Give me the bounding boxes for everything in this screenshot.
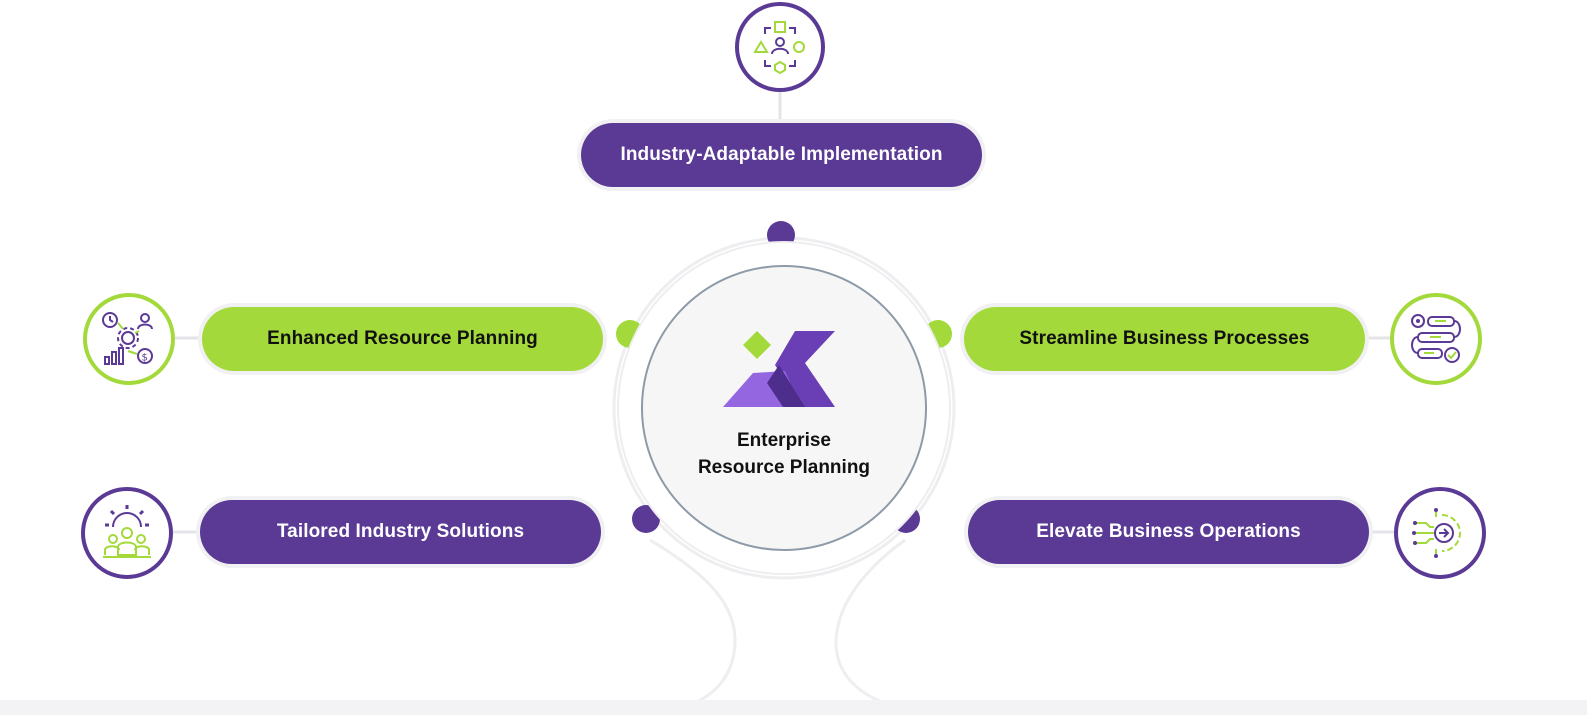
item-label: Tailored Industry Solutions <box>276 521 525 542</box>
item-tailored-industry-solutions: Tailored Industry Solutions <box>200 500 601 564</box>
item-label: Elevate Business Operations <box>1036 521 1301 542</box>
item-enhanced-resource-planning: Enhanced Resource Planning <box>202 307 603 371</box>
connector-dot-left-top <box>616 320 644 348</box>
team-gear-icon <box>81 487 173 579</box>
connector-dot-left-bottom <box>632 505 660 533</box>
resource-planning-icon: $ <box>83 293 175 385</box>
svg-text:$: $ <box>142 353 148 364</box>
item-streamline-business-processes: Streamline Business Processes <box>964 307 1365 371</box>
footer-band <box>0 700 1587 715</box>
center-hub: Enterprise Resource Planning <box>641 265 927 551</box>
item-label: Streamline Business Processes <box>1019 328 1310 349</box>
process-flow-icon <box>1390 293 1482 385</box>
connector-dot-top <box>767 221 795 249</box>
item-label: Industry-Adaptable Implementation <box>620 144 943 165</box>
item-industry-adaptable-implementation: Industry-Adaptable Implementation <box>581 123 982 187</box>
center-title: Enterprise Resource Planning <box>643 427 925 481</box>
item-elevate-business-operations: Elevate Business Operations <box>968 500 1369 564</box>
circuit-gear-icon <box>1394 487 1486 579</box>
workflow-people-icon <box>735 2 825 92</box>
connector-dot-right-bottom <box>892 505 920 533</box>
item-label: Enhanced Resource Planning <box>267 328 538 349</box>
erp-x-logo-icon <box>723 331 835 407</box>
center-title-line2: Resource Planning <box>697 457 871 478</box>
connector-dot-right-top <box>924 320 952 348</box>
center-title-line1: Enterprise <box>737 430 831 451</box>
